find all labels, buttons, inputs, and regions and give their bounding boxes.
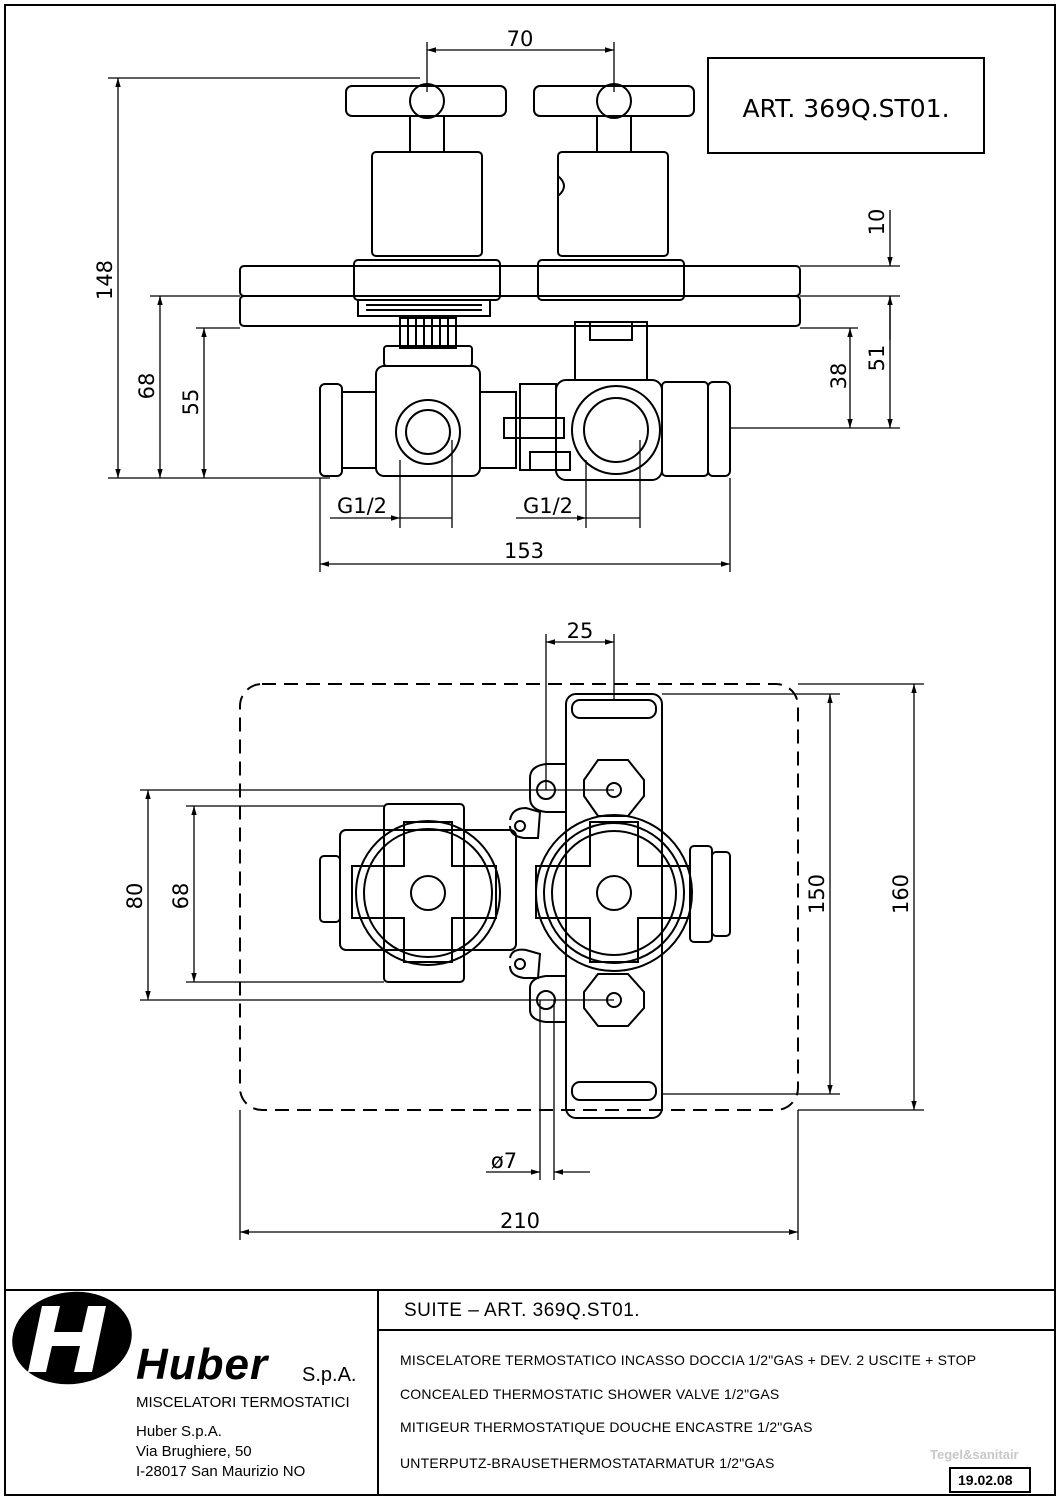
address-line-3: I-28017 San Maurizio NO bbox=[136, 1463, 306, 1480]
dim-51: 51 bbox=[865, 345, 889, 372]
dim-68-front: 68 bbox=[169, 883, 193, 910]
side-view-labels: 70 148 68 55 10 51 38 G1/2 G1/2 153 ART.… bbox=[93, 27, 950, 563]
huber-logo-mark bbox=[12, 1291, 132, 1385]
dim-hole: ø7 bbox=[491, 1149, 517, 1173]
article-box bbox=[707, 57, 985, 154]
dim-160: 160 bbox=[889, 874, 913, 914]
sheet-border bbox=[4, 4, 1056, 1496]
dim-148: 148 bbox=[93, 260, 117, 300]
dim-g12-right: G1/2 bbox=[523, 494, 573, 518]
address-line-2: Via Brughiere, 50 bbox=[136, 1443, 252, 1460]
drawing-title: SUITE – ART. 369Q.ST01. bbox=[404, 1300, 641, 1321]
dim-80: 80 bbox=[123, 883, 147, 910]
side-view-dimensions bbox=[108, 42, 900, 572]
dim-210: 210 bbox=[500, 1209, 540, 1233]
dim-150: 150 bbox=[805, 874, 829, 914]
dim-38: 38 bbox=[827, 363, 851, 390]
dim-10: 10 bbox=[865, 209, 889, 236]
dim-25: 25 bbox=[567, 619, 594, 643]
dim-153: 153 bbox=[504, 539, 544, 563]
dim-g12-left: G1/2 bbox=[337, 494, 387, 518]
description-fr: MITIGEUR THERMOSTATIQUE DOUCHE ENCASTRE … bbox=[400, 1419, 813, 1435]
dim-55: 55 bbox=[179, 389, 203, 416]
title-block-frame bbox=[5, 1289, 1055, 1495]
description-it: MISCELATORE TERMOSTATICO INCASSO DOCCIA … bbox=[400, 1352, 977, 1368]
company-suffix: S.p.A. bbox=[302, 1364, 357, 1386]
company-name: Huber bbox=[136, 1340, 269, 1389]
company-tagline: MISCELATORI TERMOSTATICI bbox=[136, 1394, 350, 1411]
drawing-date: 19.02.08 bbox=[958, 1472, 1013, 1488]
side-view bbox=[239, 57, 985, 481]
dim-70: 70 bbox=[507, 27, 534, 51]
front-view bbox=[239, 683, 799, 1119]
description-de: UNTERPUTZ-BRAUSETHERMOSTATARMATUR 1/2"GA… bbox=[400, 1455, 775, 1471]
watermark-text: Tegel&sanitair bbox=[930, 1447, 1019, 1462]
article-number: ART. 369Q.ST01. bbox=[742, 94, 949, 123]
dim-68: 68 bbox=[135, 373, 159, 400]
description-en: CONCEALED THERMOSTATIC SHOWER VALVE 1/2"… bbox=[400, 1386, 780, 1402]
front-view-dimensions bbox=[140, 634, 924, 1240]
front-view-labels: 25 80 68 150 160 ø7 210 bbox=[123, 619, 913, 1233]
address-line-1: Huber S.p.A. bbox=[136, 1423, 222, 1440]
